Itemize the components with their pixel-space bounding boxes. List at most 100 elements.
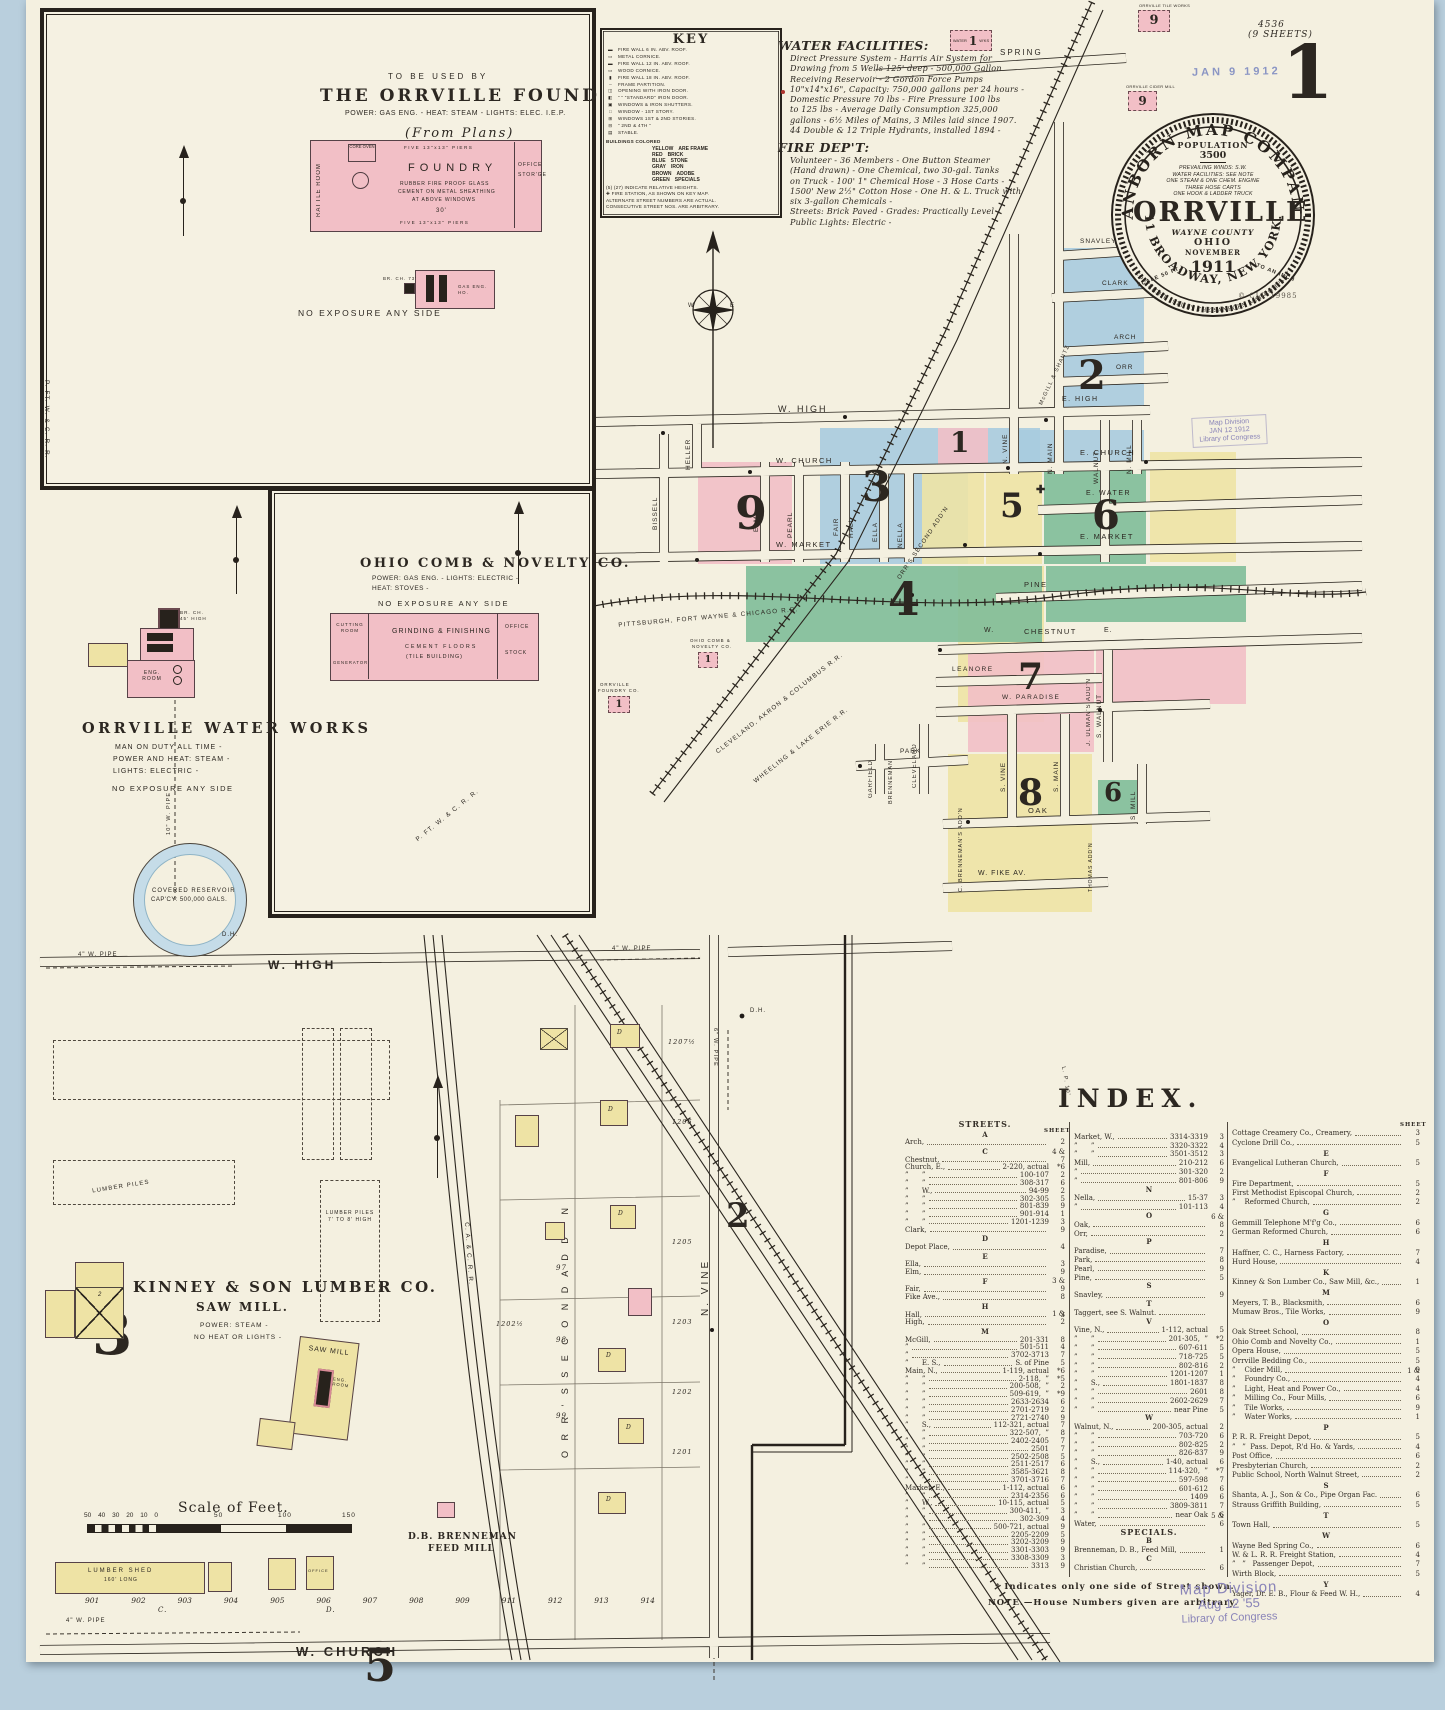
waterworks-outbuilding bbox=[88, 643, 128, 667]
house-number: 901 bbox=[85, 1596, 100, 1605]
index-row: ” ”322-507, ”8 bbox=[905, 1429, 1065, 1438]
lot-number-99: 99 bbox=[556, 1412, 567, 1420]
index-row: V bbox=[1146, 1316, 1152, 1326]
scale-bar-title: Scale of Feet. bbox=[178, 1500, 289, 1516]
seal-state: OHIO bbox=[1194, 236, 1232, 248]
index-row: F bbox=[982, 1276, 988, 1286]
chimney-icon bbox=[404, 283, 415, 294]
street-label-w-market: W. MARKET bbox=[776, 540, 832, 549]
house-number: 903 bbox=[177, 1596, 192, 1605]
foundry-note-2: CEMENT ON METAL SHEATHING bbox=[398, 189, 496, 195]
index-row: Town Hall,5 bbox=[1232, 1521, 1420, 1530]
key-note: CONSECUTIVE STREET NOS. ARE ARBITRARY. bbox=[606, 204, 720, 210]
district-number-4: 4 bbox=[888, 572, 921, 626]
comb-partition-2 bbox=[497, 613, 498, 679]
boiler-icon bbox=[439, 275, 447, 302]
index-row: C bbox=[1146, 1554, 1152, 1564]
key-entry: ▭METAL CORNICE. bbox=[606, 54, 776, 61]
feed-mill-building bbox=[437, 1502, 455, 1518]
reservoir-label-1: COVERED RESERVOIR bbox=[152, 888, 236, 894]
key-entry: ◧” ” "STANDARD" IRON DOOR. bbox=[606, 95, 776, 102]
key-entry: ▮FIRE WALL 18 IN. ABV. ROOF. bbox=[606, 75, 776, 82]
small-building bbox=[628, 1288, 652, 1316]
water-facilities-note: WATER FACILITIES: Direct Pressure System… bbox=[778, 38, 1078, 135]
note-line: Domestic Pressure 70 lbs - Fire Pressure… bbox=[790, 94, 1001, 105]
index-row: Mumaw Bros., Tile Works,9 bbox=[1232, 1308, 1420, 1317]
key-entry: ┄FRAME PARTITION. bbox=[606, 82, 776, 89]
seal-info-lines: PREVAILING WINDS: S.W.WATER FACILITIES: … bbox=[1133, 165, 1293, 198]
water-wks-label-b: W'KS bbox=[979, 38, 990, 43]
scale-tick: 50 bbox=[84, 1512, 92, 1519]
lot-number-97: 97 bbox=[556, 1264, 567, 1272]
street-label-s-walnut: S. WALNUT bbox=[1096, 693, 1103, 738]
index-row: ” ”509-619, ”*9 bbox=[905, 1390, 1065, 1399]
index-title: INDEX. bbox=[1058, 1084, 1204, 1113]
index-row: H bbox=[1322, 1238, 1330, 1248]
comb-ref-box: 1 bbox=[698, 652, 718, 668]
index-row: S bbox=[1323, 1480, 1329, 1490]
index-row: ” Tile Works,9 bbox=[1232, 1403, 1420, 1412]
index-row: Elm,9 bbox=[905, 1268, 1065, 1277]
district-number-5b: 5 bbox=[364, 1638, 397, 1692]
key-entry: ⊞WINDOWS 1ST & 2ND STORIES. bbox=[606, 116, 776, 123]
note-line: gallons - 6½ Miles of Mains, 3 Miles lai… bbox=[790, 114, 1017, 125]
seal-info-line: WATER FACILITIES: SEE NOTE bbox=[1172, 171, 1254, 178]
street-label-fair: FAIR bbox=[833, 517, 840, 536]
small-building-d bbox=[598, 1492, 626, 1514]
index-row: Park,8 bbox=[1074, 1255, 1224, 1264]
key-title: KEY bbox=[672, 32, 710, 47]
seal-county: WAYNE COUNTY bbox=[1171, 227, 1255, 237]
index-row: Kinney & Son Lumber Co., Saw Mill, &c.,1 bbox=[1232, 1278, 1420, 1287]
index-row: Cottage Creamery Co., Creamery,3 bbox=[1232, 1129, 1420, 1138]
index-row: Evangelical Lutheran Church,5 bbox=[1232, 1159, 1420, 1168]
house-number: 911 bbox=[501, 1596, 516, 1605]
seal-city: ORRVILLE bbox=[1133, 196, 1309, 228]
comb-partition-1 bbox=[368, 613, 369, 679]
street-label-w-chestnut: W. bbox=[984, 627, 995, 634]
received-stamp-line3: Library of Congress bbox=[1199, 433, 1261, 444]
pump-icon bbox=[173, 676, 182, 685]
comb-grinding: GRINDING & FINISHING bbox=[392, 628, 491, 635]
library-stamp: Map Division Aug 12 '55 Library of Congr… bbox=[1179, 1578, 1278, 1626]
office-label: OFFICE bbox=[308, 1568, 329, 1573]
index-row: K bbox=[1322, 1267, 1330, 1277]
street-label-brenneman: BRENNEMAN bbox=[888, 759, 894, 804]
house-sub-c: C. bbox=[158, 1606, 168, 1614]
reservoir-label-2: CAP'CY: 500,000 GALS. bbox=[151, 897, 228, 903]
street-label-e-high: E. HIGH bbox=[1062, 396, 1099, 403]
street-label-bissell: BISSELL bbox=[652, 496, 659, 530]
index-row: Public School, North Walnut Street,2 bbox=[1232, 1470, 1420, 1479]
index-row: ” Foundry Co.,1 & 4 bbox=[1232, 1367, 1420, 1384]
water-facilities-lines: Direct Pressure System - Harris Air Syst… bbox=[778, 53, 1078, 135]
note-line: (Hand drawn) - One Chemical, two 30-gal.… bbox=[790, 165, 1000, 176]
covered-reservoir bbox=[133, 843, 247, 957]
north-arrow bbox=[432, 1075, 443, 1178]
seal-population-value: 3500 bbox=[1199, 150, 1227, 161]
pipe-label-4c: 4" W. PIPE bbox=[66, 1618, 106, 1624]
note-line: six 3-gallon Chemicals - bbox=[790, 196, 893, 207]
index-row: Fair,3 & 9 bbox=[905, 1277, 1065, 1294]
scale-tick: 0 bbox=[154, 1512, 158, 1519]
building-letter-d: D bbox=[606, 1352, 612, 1359]
street-label-s-main: S. MAIN bbox=[1053, 760, 1060, 792]
index-row: P bbox=[1323, 1422, 1329, 1432]
district-6b-block bbox=[1098, 780, 1138, 816]
district-number-3: 3 bbox=[862, 462, 892, 511]
key-symbol-icon: ▣ bbox=[608, 102, 613, 108]
